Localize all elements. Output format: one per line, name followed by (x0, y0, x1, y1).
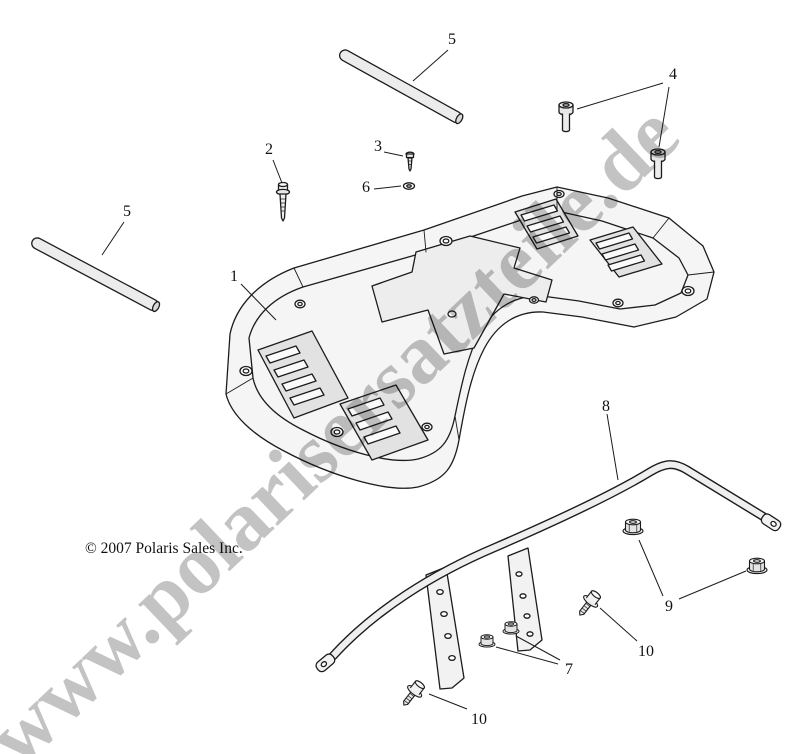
copyright-text: © 2007 Polaris Sales Inc. (85, 540, 243, 557)
callout-8: 8 (602, 398, 610, 415)
screw-small (405, 151, 415, 172)
rod-left (31, 237, 161, 313)
grab-bar (315, 460, 782, 690)
bolt-4a (558, 101, 574, 133)
flange-bolt-lower (403, 680, 425, 706)
callout-10-right: 10 (638, 643, 654, 660)
callout-1: 1 (230, 268, 238, 285)
callout-2: 2 (265, 141, 273, 158)
flange-nut-small-a (478, 634, 496, 648)
callout-5-left: 5 (123, 203, 131, 220)
callout-3: 3 (374, 138, 382, 155)
flange-nut-large-a (622, 518, 644, 536)
tread-slots (257, 198, 663, 461)
flange-nut-small-b (502, 621, 520, 635)
screw-large (275, 181, 291, 222)
rack-assembly (225, 186, 715, 489)
grab-bar-tab-right (760, 513, 782, 532)
callout-9: 9 (665, 598, 673, 615)
rod-upper (338, 49, 464, 125)
flange-bolt-right (579, 590, 601, 616)
callout-4: 4 (669, 66, 677, 83)
callout-7: 7 (565, 661, 573, 678)
callout-5-upper: 5 (448, 31, 456, 48)
washer (402, 182, 416, 190)
flange-nut-large-b (746, 557, 768, 575)
callout-10-lower: 10 (471, 711, 487, 728)
grab-bar-tab-left (315, 653, 336, 673)
leader-lines (101, 49, 747, 710)
bolt-4b (650, 148, 666, 180)
mounting-holes (239, 189, 695, 438)
callout-6: 6 (362, 179, 370, 196)
